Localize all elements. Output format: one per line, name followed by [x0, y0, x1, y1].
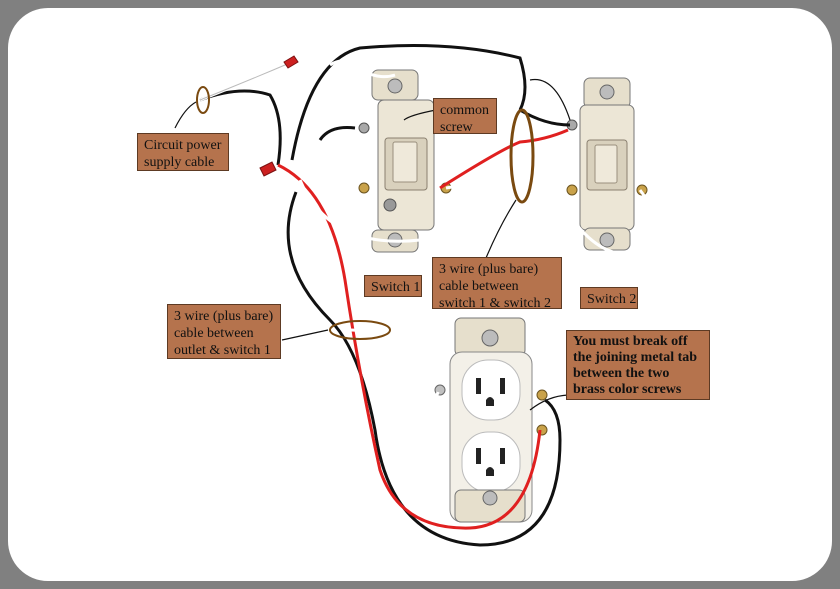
cable-switches-line-3: switch 1 & switch 2 [439, 296, 551, 311]
switch-2-text: Switch 2 [587, 292, 637, 307]
cable-outlet-line-3: outlet & switch 1 [174, 343, 271, 358]
red-wires [277, 128, 569, 530]
pointer-arrows [174, 78, 571, 411]
supply-wires [199, 55, 299, 177]
duplex-outlet [434, 317, 548, 523]
circuit-power-line-1: Circuit power [144, 138, 222, 153]
switch-1-text: Switch 1 [371, 280, 421, 295]
tab-note-line-3: between the two [573, 366, 670, 381]
cable-outlet-line-1: 3 wire (plus bare) [174, 309, 274, 324]
tab-note-label: You must break off the joining metal tab… [566, 330, 710, 400]
tab-note-line-1: You must break off [573, 334, 688, 349]
common-screw-line-1: common [440, 103, 489, 118]
white-wires [298, 59, 655, 410]
black-wires [286, 44, 571, 547]
tab-note-line-4: brass color screws [573, 382, 682, 397]
cable-outlet-label: 3 wire (plus bare) cable between outlet … [167, 304, 281, 359]
switch-2-label: Switch 2 [580, 287, 638, 309]
cable-switches-label: 3 wire (plus bare) cable between switch … [432, 257, 562, 311]
switch-1-label: Switch 1 [364, 275, 422, 297]
switch-2-device [566, 77, 648, 251]
circuit-power-label: Circuit power supply cable [137, 133, 229, 171]
cable-switches-line-1: 3 wire (plus bare) [439, 262, 539, 277]
common-screw-label: common screw [433, 98, 497, 135]
cable-markers [196, 86, 535, 340]
circuit-power-line-2: supply cable [144, 155, 215, 170]
cable-outlet-line-2: cable between [174, 326, 254, 341]
common-screw-line-2: screw [440, 120, 473, 135]
cable-switches-line-2: cable between [439, 279, 519, 294]
tab-note-line-2: the joining metal tab [573, 350, 698, 365]
